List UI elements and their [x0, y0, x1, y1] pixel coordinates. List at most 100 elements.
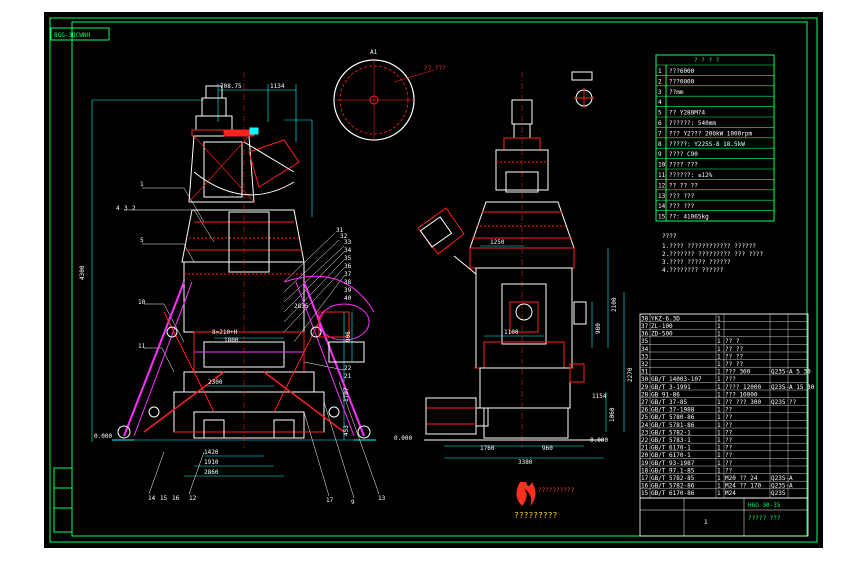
title-name: ????? ??? — [748, 515, 781, 522]
spec-row-value: ??? ??? — [669, 203, 695, 210]
side-dim-right-2: 980 — [595, 323, 602, 334]
balloon: 21 — [344, 373, 352, 380]
dim-right-2: 1707 — [343, 387, 350, 402]
bom-cell: 1 — [717, 346, 721, 353]
bom-cell: YKZ-6.3D — [651, 315, 680, 322]
bom-cell: ZD-500 — [651, 331, 673, 338]
bom-cell: GB/T 37-85 — [651, 399, 688, 406]
bom-cell: 15 — [641, 490, 649, 497]
company-logo: ?????????? ????????? — [514, 482, 575, 520]
bom-cell: ?? ??? 300 — [725, 399, 762, 406]
bom-cell: Q235-A — [771, 475, 793, 482]
dim-bottom-3: 2860 — [204, 469, 219, 476]
bom-cell: 23 — [641, 429, 649, 436]
bom-cell: ?? ? — [725, 338, 740, 345]
bom-cell: 1 — [717, 483, 721, 490]
bom-cell: ?? — [725, 437, 733, 444]
balloon: 39 — [344, 287, 352, 294]
bom-cell: GB/T 5783-1 — [651, 437, 691, 444]
dim-bottom-1: 1420 — [204, 449, 219, 456]
dim-right-1: 906 — [345, 331, 352, 342]
bom-cell: GB 91-86 — [651, 391, 680, 398]
spec-row-number: 14 — [658, 203, 666, 210]
bom-cell: 1 — [717, 331, 721, 338]
spec-row-value: ??????: ≤12% — [669, 172, 713, 179]
balloon: 31 — [336, 227, 344, 234]
dim-bottom-2: 1910 — [204, 459, 219, 466]
balloon: 32 — [340, 233, 348, 240]
balloon: 2 — [132, 205, 136, 212]
side-dim-top: 1250 — [490, 239, 505, 246]
balloon: 37 — [344, 271, 352, 278]
bom-cell: 1 — [717, 353, 721, 360]
drawing-code: BGG-3DCWNH — [54, 32, 91, 39]
spec-row-value: ?????: Y225S-8 18.5kW — [669, 141, 745, 148]
spec-row-value: ?? ?? ?? — [669, 182, 698, 189]
bom-cell: 33 — [641, 353, 649, 360]
spec-row-number: 13 — [658, 193, 666, 200]
bom-cell: GB/T 5782-1 — [651, 429, 691, 436]
dim-top-1: 708.75 — [220, 83, 242, 90]
balloon: 34 — [344, 247, 352, 254]
bom-cell: ?? — [725, 429, 733, 436]
note-line: 3.???? ????? ?????? — [662, 259, 731, 266]
bom-cell: 20 — [641, 452, 649, 459]
side-elev-left: 0.000 — [394, 435, 412, 442]
spec-row-number: 3 — [658, 89, 662, 96]
bom-cell: 1 — [717, 490, 721, 497]
bom-cell: 31 — [641, 369, 649, 376]
spec-row-number: 5 — [658, 110, 662, 117]
cad-drawing-canvas: BGG-3DCWNH — [44, 12, 823, 548]
side-dim-mid-2: 960 — [542, 445, 553, 452]
bom-cell: Q235 ?? — [771, 399, 797, 406]
side-dim-mid-4: 3380 — [518, 459, 533, 466]
bom-cell: GB/T 5782-85 — [651, 475, 695, 482]
bom-cell: 35 — [641, 338, 649, 345]
bom-cell: ??? — [725, 376, 736, 383]
title-sheet: 1 — [704, 519, 708, 526]
side-dim-mid-3: 1760 — [480, 445, 495, 452]
notes: ???? 1.???? ???????????? ?????? 2.??????… — [662, 233, 764, 274]
bom-cell: 37 — [641, 323, 649, 330]
bom-cell: ?? — [725, 467, 733, 474]
bom-cell: 24 — [641, 422, 649, 429]
bom-cell: 1 — [717, 414, 721, 421]
spec-row-number: 11 — [658, 172, 666, 179]
spec-row-value: ??: 41065kg — [669, 214, 709, 221]
spec-row-number: 10 — [658, 162, 666, 169]
bom-cell: ?? — [725, 445, 733, 452]
bom-cell: GB/T 5780-86 — [651, 414, 695, 421]
balloon: 17 — [326, 497, 334, 504]
notes-title: ???? — [662, 233, 677, 240]
spec-row-value: ???? C90 — [669, 151, 698, 158]
balloon: 36 — [344, 263, 352, 270]
spec-row-value: ???? ??? — [669, 162, 698, 169]
bom-cell: 1 — [717, 369, 721, 376]
side-dim-right-1: 2100 — [611, 297, 618, 312]
bom-cell: GB/T 37-1988 — [651, 407, 695, 414]
bom-cell: Q235-A 15 30 — [771, 384, 815, 391]
balloon: 16 — [172, 495, 180, 502]
note-line: 1.???? ???????????? ?????? — [662, 243, 756, 250]
bom-cell: 28 — [641, 391, 649, 398]
flame-logo-icon — [516, 482, 536, 506]
dim-mid-3: 1800 — [224, 337, 239, 344]
bom-cell: M24 — [725, 490, 736, 497]
bom-cell: GB/T 3-1991 — [651, 384, 691, 391]
spec-row-number: 4 — [658, 99, 662, 106]
balloon: 33 — [344, 239, 352, 246]
bom-cell: 1 — [717, 445, 721, 452]
bom-cell: 19 — [641, 460, 649, 467]
side-elev-right: 0.000 — [590, 437, 608, 444]
side-dim-right-3: 1154 — [592, 393, 607, 400]
bom-cell: 36 — [641, 331, 649, 338]
balloon: 14 — [148, 495, 156, 502]
bom-cell: GB/T 97.1-85 — [651, 467, 695, 474]
balloon: 10 — [138, 299, 146, 306]
bom-cell: 1 — [717, 422, 721, 429]
balloon: 5 — [140, 237, 144, 244]
balloon: 12 — [189, 495, 197, 502]
bom-cell: ZL-100 — [651, 323, 673, 330]
